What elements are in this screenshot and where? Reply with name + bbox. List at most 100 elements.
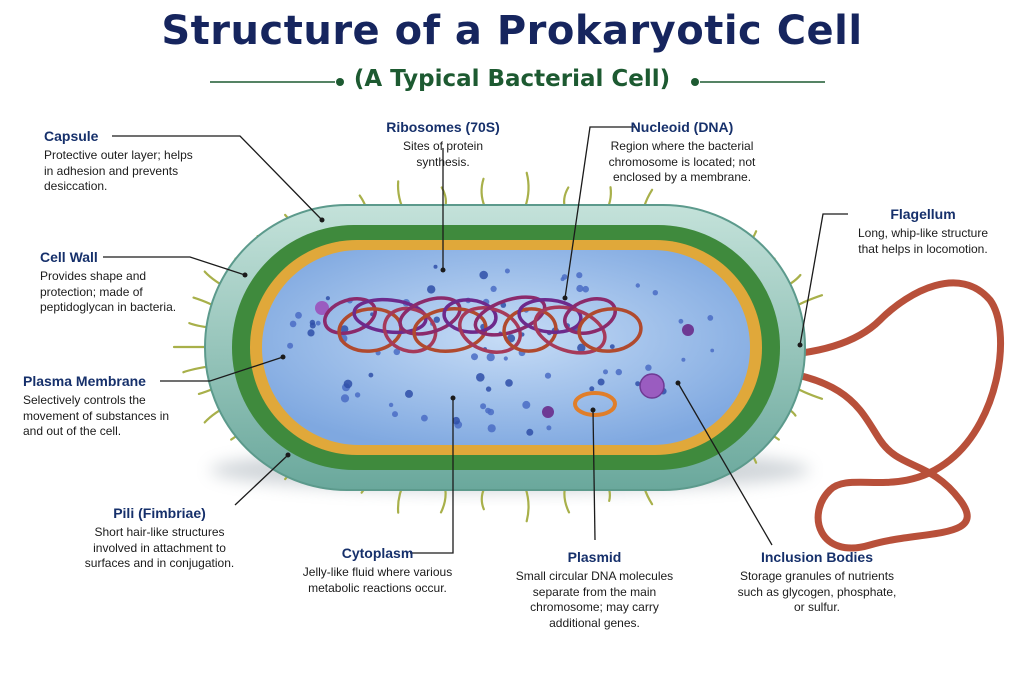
label-cytoplasm-title: Cytoplasm (341, 545, 414, 561)
ribosome (560, 277, 565, 282)
ribosome (485, 386, 492, 392)
dna-loop (517, 298, 583, 334)
ribosome (289, 320, 297, 328)
pilus (524, 486, 530, 523)
ribosome (707, 315, 714, 321)
dna-loop (398, 296, 462, 336)
ribosome (392, 411, 398, 418)
ribosome (476, 373, 485, 382)
ribosome (681, 357, 686, 362)
ribosome (479, 270, 489, 280)
label-plasma-membrane: Plasma Membrane Selectively controls the… (23, 373, 183, 440)
ribosome (526, 428, 534, 436)
label-ribosomes-title: Ribosomes (70S) (386, 119, 500, 135)
dna-loop (458, 306, 522, 354)
ribosome (433, 316, 440, 323)
ribosome (505, 379, 513, 387)
label-cell-wall-desc: Provides shape and protection; made of p… (40, 269, 177, 314)
label-plasmid: Plasmid Small circular DNA molecules sep… (512, 549, 677, 631)
label-inclusion-bodies-title: Inclusion Bodies (760, 549, 873, 565)
ribosome (393, 348, 401, 356)
label-plasma-membrane-title: Plasma Membrane (23, 373, 146, 389)
ribosome (678, 318, 684, 324)
label-flagellum-title: Flagellum (890, 206, 956, 222)
ribosome (589, 386, 595, 392)
label-ribosomes-desc: Sites of protein synthesis. (402, 139, 484, 169)
ribosome (480, 403, 487, 410)
label-flagellum-desc: Long, whip-like structure that helps in … (857, 226, 989, 256)
ribosome (340, 325, 349, 333)
label-inclusion-bodies: Inclusion Bodies Storage granules of nut… (732, 549, 902, 616)
dna-loop (442, 298, 498, 334)
ribosome (635, 381, 641, 387)
leader-lines (103, 126, 848, 554)
ribosome (368, 372, 374, 378)
dna-loop (412, 307, 488, 353)
ribosome (544, 372, 552, 379)
dna-loop (577, 307, 643, 353)
ribosome (309, 319, 316, 326)
label-nucleoid-desc: Region where the bacterial chromosome is… (608, 139, 756, 184)
subtitle-divider-right (691, 78, 825, 86)
ribosome (710, 348, 715, 353)
ribosome (490, 285, 497, 292)
subtitle-divider-left (210, 78, 344, 86)
ribosome (582, 285, 589, 293)
ribosome (487, 424, 496, 433)
label-cytoplasm: Cytoplasm Jelly-like fluid where various… (290, 545, 465, 596)
ribosome (615, 368, 622, 376)
cytoplasm-region (262, 250, 750, 445)
ribosome (315, 320, 321, 326)
label-flagellum: Flagellum Long, whip-like structure that… (848, 206, 998, 257)
label-capsule-title: Capsule (44, 128, 99, 144)
ribosome (405, 389, 413, 398)
ribosome (325, 296, 330, 301)
label-capsule: Capsule Protective outer layer; helps in… (44, 128, 204, 195)
ribosome (577, 343, 586, 352)
nucleoid-dna-shape (323, 295, 643, 355)
page-title: Structure of a Prokaryotic Cell (161, 8, 863, 54)
ribosome (287, 342, 294, 349)
ribosome (427, 285, 436, 294)
ribosome (503, 356, 508, 361)
label-pili-desc: Short hair-like structures involved in a… (84, 525, 235, 570)
label-nucleoid-title: Nucleoid (DNA) (630, 119, 734, 135)
dna-loop (352, 297, 428, 335)
label-ribosomes: Ribosomes (70S) Sites of protein synthes… (378, 119, 508, 170)
label-pili-title: Pili (Fimbriae) (113, 505, 206, 521)
dna-loop (382, 306, 438, 354)
ribosome (485, 407, 491, 414)
dna-loop (502, 307, 558, 353)
label-inclusion-bodies-desc: Storage granules of nutrients such as gl… (737, 569, 897, 614)
flagellum-shape (744, 279, 1004, 552)
ribosome (522, 400, 531, 409)
ribosome (645, 364, 652, 371)
ribosome (343, 379, 353, 389)
label-capsule-desc: Protective outer layer; helps in adhesio… (44, 148, 193, 193)
ribosome (635, 283, 640, 288)
ribosome (307, 329, 315, 337)
ribosome (471, 353, 478, 361)
ribosome (504, 268, 510, 274)
inclusion-bodies-shape (315, 301, 694, 418)
ribosome (354, 392, 361, 398)
ribosome (576, 284, 584, 293)
label-plasma-membrane-desc: Selectively controls the movement of sub… (23, 393, 170, 438)
ribosome (433, 264, 438, 269)
ribosome (388, 402, 394, 408)
leader-dots (242, 217, 803, 458)
pilus (480, 177, 486, 208)
label-pili: Pili (Fimbriae) Short hair-like structur… (72, 505, 247, 572)
label-cytoplasm-desc: Jelly-like fluid where various metabolic… (302, 565, 453, 595)
label-cell-wall-title: Cell Wall (40, 249, 98, 265)
ribosome (340, 394, 350, 403)
ribosome (652, 290, 658, 296)
label-plasmid-desc: Small circular DNA molecules separate fr… (515, 569, 674, 630)
pilus (524, 171, 530, 208)
ribosome (603, 369, 608, 375)
ribosome (421, 414, 428, 422)
ribosome (546, 425, 552, 431)
dna-loop (473, 295, 547, 337)
ribosome (597, 378, 605, 386)
